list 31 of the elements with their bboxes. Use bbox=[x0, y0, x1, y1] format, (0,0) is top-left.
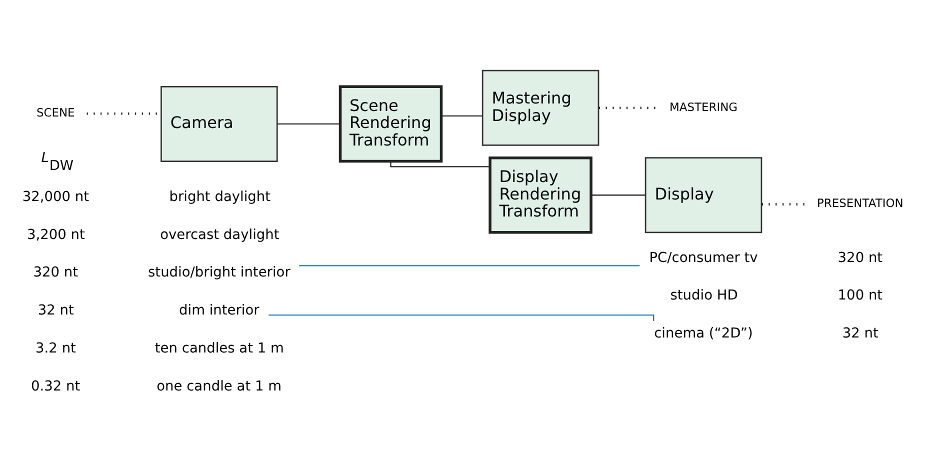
node-box: Mastering Display bbox=[482, 70, 600, 146]
connector bbox=[277, 123, 340, 125]
node-box: Display Rendering Transform bbox=[488, 156, 592, 234]
label: 32 nt bbox=[842, 326, 878, 342]
label: ten candles at 1 m bbox=[154, 340, 284, 356]
node-text: studio/bright interior bbox=[148, 264, 290, 281]
label: studio HD bbox=[670, 288, 738, 304]
node-text: MASTERING bbox=[669, 100, 738, 114]
label: 32,000 nt bbox=[22, 188, 90, 205]
node-box: Scene Rendering Transform bbox=[338, 85, 443, 163]
label: 320 nt bbox=[33, 264, 78, 281]
label: 3,200 nt bbox=[26, 226, 85, 243]
connector bbox=[591, 194, 646, 196]
node-text: PRESENTATION bbox=[817, 196, 904, 210]
label: one candle at 1 m bbox=[156, 378, 282, 394]
label: 320 nt bbox=[838, 250, 883, 266]
label: 100 nt bbox=[838, 288, 883, 304]
label: bright daylight bbox=[169, 188, 271, 205]
node-text: SCENE bbox=[36, 106, 75, 120]
connector bbox=[441, 115, 482, 116]
node-text: PC/consumer tv bbox=[649, 250, 758, 266]
node-box: Camera bbox=[160, 86, 278, 162]
label: overcast daylight bbox=[160, 226, 280, 243]
connector bbox=[390, 161, 490, 168]
node-text: cinema (“2D”) bbox=[654, 326, 753, 342]
node-box: Display bbox=[644, 157, 762, 234]
label: 32 nt bbox=[38, 302, 74, 319]
label: 0.32 nt bbox=[30, 378, 80, 394]
node-text: dim interior bbox=[179, 302, 260, 319]
label: 3.2 nt bbox=[36, 340, 76, 356]
connector bbox=[299, 265, 640, 266]
